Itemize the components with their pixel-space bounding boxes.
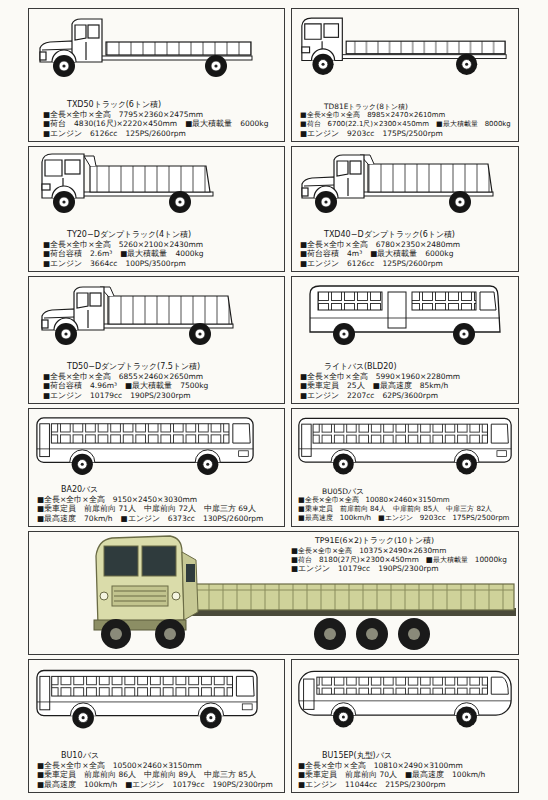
spec-line: ■最高速度 70km/h ■エンジン 6373cc 130PS/2600rpm [37,514,263,523]
spec-block: BU05Dバス■全長×全巾×全高 10080×2460×3150mm■乗車定員 … [298,487,510,523]
spec-line: ■乗車定員 前扉前向 71人 中扉前向 72人 中扉三方 69人 [37,504,263,513]
vehicle-panel: BA20バス■全長×全巾×全高 9150×2450×3030mm■乗車定員 前扉… [28,408,285,527]
spec-line: ■全長×全巾×全高 5260×2100×2430mm [43,240,204,249]
spec-block: BU15EP(丸型)バス■全長×全巾×全高 10810×2490×3100mm■… [298,751,485,789]
spec-line: ■全長×全巾×全高 6780×2350×2480mm [300,240,460,249]
spec-block: TXD40−Dダンプトラック(6トン積)■全長×全巾×全高 6780×2350×… [300,230,460,268]
model-name: TXD40−Dダンプトラック(6トン積) [324,230,460,240]
spec-block: TY20−Dダンプトラック(4トン積)■全長×全巾×全高 5260×2100×2… [43,230,204,268]
model-name: ライトバス(BLD20) [324,362,460,372]
spec-line: ■荷台容積 4.96m³ ■最大積載量 7500kg [43,381,208,390]
spec-line: ■全長×全巾×全高 10080×2460×3150mm [298,496,510,505]
spec-line: ■全長×全巾×全高 6855×2460×2650mm [43,372,208,381]
spec-line: ■エンジン 9203cc 175PS/2500rpm [300,129,511,138]
vehicle-panel: TXD40−Dダンプトラック(6トン積)■全長×全巾×全高 6780×2350×… [291,146,519,272]
vehicle-panel: ライトバス(BLD20)■全長×全巾×全高 5990×1960×2280mm■乗… [291,276,519,404]
spec-block: BA20バス■全長×全巾×全高 9150×2450×3030mm■乗車定員 前扉… [37,485,263,523]
spec-line: ■全長×全巾×全高 7795×2360×2475mm [43,110,268,119]
vehicle-panel: TP91E(6×2)トラック(10トン積)■全長×全巾×全高 10375×249… [28,531,519,655]
spec-line: ■エンジン 6126cc 125PS/2600rpm [300,259,460,268]
model-name: TY20−Dダンプトラック(4トン積) [67,230,204,240]
model-name: BA20バス [61,485,263,495]
spec-line: ■乗車定員 前扉前向 86人 中扉前向 89人 中扉三方 85人 [37,770,273,779]
spec-line: ■エンジン 10179cc 190PS/2300rpm [291,564,507,573]
spec-block: TD81Eトラック(8トン積)■全長×全巾×全高 8985×2470×2610m… [300,102,511,138]
spec-line: ■エンジン 2207cc 62PS/3600rpm [300,391,460,400]
spec-line: ■全長×全巾×全高 9150×2450×3030mm [37,495,263,504]
spec-line: ■エンジン 6126cc 125PS/2600rpm [43,129,268,138]
spec-line: ■全長×全巾×全高 10810×2490×3100mm [298,761,485,770]
spec-line: ■荷台容積 2.6m³ ■最大積載量 4000kg [43,249,204,258]
spec-line: ■乗車定員 前扉前向 84人 中扉前向 85人 中扉三方 82人 [298,505,510,514]
spec-block: BU10バス■全長×全巾×全高 10500×2460×3150mm■乗車定員 前… [37,751,273,789]
spec-block: TXD50トラック(6トン積)■全長×全巾×全高 7795×2360×2475m… [43,100,268,138]
spec-block: TD50−Dダンプトラック(7.5トン積)■全長×全巾×全高 6855×2460… [43,362,208,400]
vehicle-panel: BU10バス■全長×全巾×全高 10500×2460×3150mm■乗車定員 前… [28,659,285,793]
model-name: TD81Eトラック(8トン積) [324,102,511,111]
spec-line: ■エンジン 3664cc 100PS/3500rpm [43,259,204,268]
spec-line: ■乗車定員 25人 ■最高速度 85km/h [300,381,460,390]
spec-line: ■乗車定員 前扉前向 70人 ■最高速度 100km/h [298,770,485,779]
vehicle-panel: TD81Eトラック(8トン積)■全長×全巾×全高 8985×2470×2610m… [291,8,519,142]
model-name: TD50−Dダンプトラック(7.5トン積) [67,362,208,372]
vehicle-panel: BU15EP(丸型)バス■全長×全巾×全高 10810×2490×3100mm■… [291,659,519,793]
model-name: BU15EP(丸型)バス [322,751,485,761]
model-name: TXD50トラック(6トン積) [67,100,268,110]
spec-line: ■最高速度 100km/h ■エンジン 10179cc 190PS/2300rp… [37,780,273,789]
spec-line: ■荷台容積 4m³ ■最大積載量 6000kg [300,249,460,258]
spec-block: ライトバス(BLD20)■全長×全巾×全高 5990×1960×2280mm■乗… [300,362,460,400]
spec-line: ■荷台 8180(27尺)×2300×450mm ■最大積載量 10000kg [291,555,507,564]
spec-line: ■エンジン 10179cc 190PS/2300rpm [43,391,208,400]
spec-line: ■エンジン 11044cc 215PS/2300rpm [298,780,485,789]
vehicle-panel: BU05Dバス■全長×全巾×全高 10080×2460×3150mm■乗車定員 … [291,408,519,527]
vehicle-panel: TXD50トラック(6トン積)■全長×全巾×全高 7795×2360×2475m… [28,8,285,142]
spec-line: ■全長×全巾×全高 8985×2470×2610mm [300,111,511,120]
model-name: BU10バス [61,751,273,761]
model-name: TP91E(6×2)トラック(10トン積) [315,536,507,546]
vehicle-panel: TD50−Dダンプトラック(7.5トン積)■全長×全巾×全高 6855×2460… [28,276,285,404]
spec-line: ■全長×全巾×全高 5990×1960×2280mm [300,372,460,381]
spec-line: ■荷台 6700(22.1尺)×2300×450mm ■最大積載量 8000kg [300,120,511,129]
tp91e-truck [94,536,516,650]
spec-line: ■全長×全巾×全高 10500×2460×3150mm [37,761,273,770]
spec-line: ■全長×全巾×全高 10375×2490×2630mm [291,546,507,555]
model-name: BU05Dバス [322,487,510,496]
vehicle-panel: TY20−Dダンプトラック(4トン積)■全長×全巾×全高 5260×2100×2… [28,146,285,272]
spec-block: TP91E(6×2)トラック(10トン積)■全長×全巾×全高 10375×249… [291,536,507,574]
spec-line: ■最高速度 100km/h ■エンジン 9203cc 175PS/2500rpm [298,514,510,523]
spec-line: ■荷台 4830(16尺)×2220×450mm ■最大積載量 6000kg [43,119,268,128]
